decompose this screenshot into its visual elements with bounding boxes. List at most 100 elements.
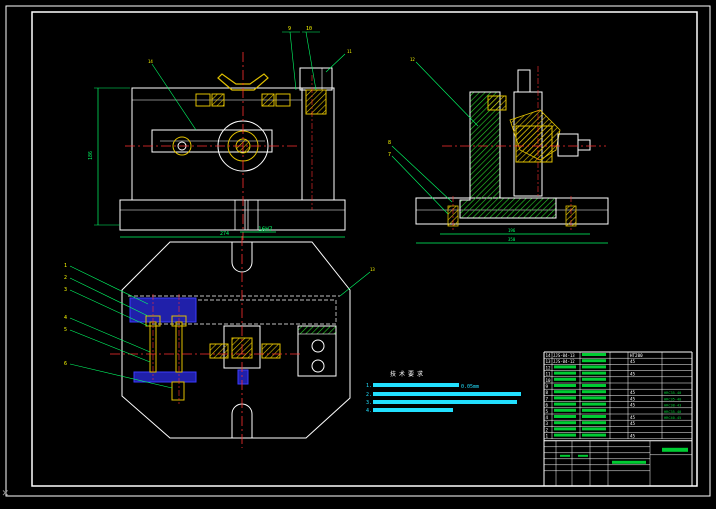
parts-list-name-bar <box>582 408 606 412</box>
side-inner-dim: 196 <box>508 228 516 233</box>
technical-notes: 技术要求 1. 2. 3. 4. 0.05mm <box>366 370 521 414</box>
parts-list-item-number: 14 <box>546 353 552 358</box>
note-4-text-bar <box>373 408 453 412</box>
parts-list-item-number: 12 <box>546 365 552 370</box>
side-l-body <box>459 91 557 219</box>
front-width-dim: 274 <box>220 231 229 237</box>
parts-list-item-number: 13 <box>546 359 552 364</box>
note-1-text-bar <box>373 383 459 387</box>
parts-list-item-number: 5 <box>546 409 549 414</box>
parts-list-remark: HRC35-40 <box>664 397 681 401</box>
parts-list-name-bar <box>582 396 606 400</box>
parts-list-name-bar <box>582 359 606 363</box>
plan-blue-bottom-bar <box>133 371 197 383</box>
parts-list-material: HT200 <box>630 353 643 358</box>
balloon-10: 10 <box>306 26 312 32</box>
parts-list-material: 45 <box>630 403 636 408</box>
parts-list-remark: HRC38-43 <box>664 404 681 408</box>
parts-list-name-bar <box>582 365 606 369</box>
outer-sheet-border <box>5 5 711 497</box>
parts-list-part-code: JJS-04-12 <box>553 359 575 364</box>
parts-list-part-code-bar <box>554 415 576 418</box>
balloon-14: 14 <box>148 59 153 64</box>
plan-view: 1 2 3 4 5 6 13 <box>64 236 375 448</box>
parts-list-item-number: 11 <box>546 372 552 377</box>
balloon-5: 5 <box>64 327 67 333</box>
parts-list-material: 45 <box>630 421 636 426</box>
front-right-column <box>301 87 335 201</box>
balloon-4: 4 <box>64 315 67 321</box>
title-signature-bar <box>578 454 588 457</box>
balloon-11: 11 <box>347 49 352 54</box>
side-view: 196 350 12 8 7 <box>388 57 609 244</box>
title-drawing-name-bar <box>662 447 688 452</box>
parts-list-name-bar <box>582 390 606 394</box>
parts-list-remark: HRC35-40 <box>664 391 681 395</box>
parts-list-name-bar <box>582 421 606 425</box>
parts-list-part-code-bar <box>554 408 576 412</box>
notes-heading: 技术要求 <box>390 370 426 378</box>
note-3-text-bar <box>373 400 517 404</box>
parts-list-item-number: 6 <box>546 403 549 408</box>
parts-list-part-code-bar <box>554 390 576 394</box>
parts-list-item-number: 8 <box>546 390 549 395</box>
balloon-2: 2 <box>64 275 67 281</box>
parts-list-name-bar <box>582 433 606 437</box>
parts-list-material: 45 <box>630 359 636 364</box>
parts-list-item-number: 9 <box>546 384 549 389</box>
parts-list-part-code-bar <box>554 396 576 400</box>
parts-list-part-code-bar <box>554 371 576 375</box>
parts-list-name-bar <box>582 353 606 356</box>
parts-list-material: 45 <box>630 434 636 439</box>
note-1-label: 1. <box>366 383 372 389</box>
parts-list-part-code-bar <box>554 365 576 369</box>
plan-blue-top-block <box>129 297 197 323</box>
parts-list-remark: HRC40-45 <box>664 416 681 420</box>
front-base-plate <box>119 199 346 231</box>
balloon-6: 6 <box>64 361 67 367</box>
parts-list-material: 45 <box>630 396 636 401</box>
plan-outline <box>121 241 351 439</box>
parts-list-name-bar <box>582 402 606 406</box>
front-fit-dim: 16H7 <box>258 226 273 233</box>
balloon-7: 7 <box>388 152 391 158</box>
parts-list-part-code-bar <box>554 377 576 381</box>
parts-list-name-bar <box>582 377 606 381</box>
balloon-8: 8 <box>388 140 391 146</box>
balloon-12: 12 <box>410 57 415 62</box>
parts-list-part-code-bar <box>554 427 576 431</box>
parts-list-material: 45 <box>630 372 636 377</box>
parts-list-item-number: 2 <box>546 427 549 432</box>
note-1-tolerance: 0.05mm <box>461 384 479 390</box>
parts-list-item-number: 4 <box>546 415 549 420</box>
parts-list-material: 45 <box>630 390 636 395</box>
parts-list-item-number: 3 <box>546 421 549 426</box>
front-view: 186 274 16H7 9 10 11 14 <box>88 26 352 240</box>
front-clamp-arm <box>151 129 273 153</box>
parts-list-name-bar <box>582 427 606 431</box>
parts-list-item-number: 7 <box>546 396 549 401</box>
inner-drawing-frame <box>31 11 698 487</box>
parts-list-item-number: 10 <box>546 378 552 383</box>
ucs-cursor-icon: ✕ <box>2 486 9 499</box>
parts-list-item-number: 1 <box>546 434 549 439</box>
note-2-label: 2. <box>366 392 372 398</box>
parts-list-part-code-bar <box>554 433 576 437</box>
parts-list-name-bar <box>582 371 606 375</box>
balloon-1: 1 <box>64 263 67 269</box>
note-2-text-bar <box>373 392 521 396</box>
parts-list-material: 45 <box>630 415 636 420</box>
parts-list-name-bar <box>582 415 606 418</box>
front-v-jaw <box>217 73 269 91</box>
balloon-13: 13 <box>370 267 375 272</box>
parts-list-part-code-bar <box>554 384 576 387</box>
parts-list-part-code-bar <box>554 402 576 406</box>
parts-list-part-code-bar <box>554 421 576 425</box>
note-4-label: 4. <box>366 408 372 414</box>
parts-list-remark: HRC35-40 <box>664 410 681 414</box>
title-signature-bar <box>560 454 570 457</box>
title-company-bar <box>612 460 646 464</box>
